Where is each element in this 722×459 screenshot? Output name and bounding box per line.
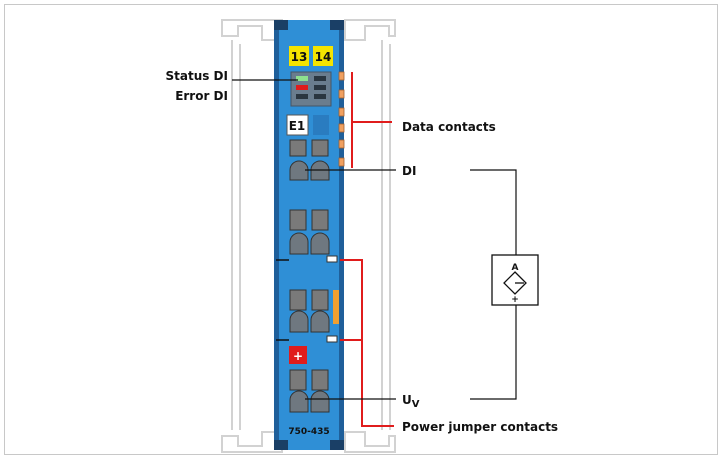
side-contact-orange — [333, 290, 339, 324]
status-led — [296, 76, 308, 81]
uv-label-main: U — [402, 393, 412, 407]
sensor-diamond — [503, 271, 527, 295]
release-button-1b — [311, 139, 329, 157]
wire-entry-4a — [289, 390, 309, 413]
wire-entry-1a — [289, 160, 309, 181]
power-jumper-contact-2 — [326, 335, 338, 343]
wire-entry-2a — [289, 232, 309, 255]
error-di-label: Error DI — [175, 89, 228, 103]
plus-marker-bg — [289, 346, 307, 364]
release-button-2a — [289, 209, 307, 231]
sensor-letter: A — [512, 263, 519, 273]
wire-entry-2b — [310, 232, 330, 255]
release-button-4b — [311, 369, 329, 391]
release-button-3b — [311, 289, 329, 311]
release-button-2b — [311, 209, 329, 231]
callouts — [232, 72, 517, 427]
terminal-label-14: 14 — [315, 50, 332, 64]
release-button-1a — [289, 139, 307, 157]
release-button-3a — [289, 289, 307, 311]
wire-entry-3a — [289, 310, 309, 333]
data-contacts-label: Data contacts — [402, 120, 496, 134]
led-6 — [314, 94, 326, 99]
top-latch-left — [274, 20, 288, 30]
plus-marker: + — [293, 349, 303, 363]
terminal-label-14-bg — [313, 46, 333, 66]
led-3 — [296, 94, 308, 99]
sensor-wire-bottom — [470, 305, 517, 400]
io-module: 13 14 E1 + — [274, 20, 345, 450]
wire-entry-3b — [310, 310, 330, 333]
error-led — [296, 85, 308, 90]
figure-frame — [4, 4, 718, 455]
terminal-label-13-bg — [289, 46, 309, 66]
power-jumper-contact-1 — [326, 255, 338, 263]
module-model: 750-435 — [288, 427, 329, 437]
sensor-box — [491, 254, 539, 306]
channel-marker: E1 — [289, 119, 306, 133]
top-latch-right — [330, 20, 344, 30]
channel-marker-bg — [286, 114, 309, 136]
sensor-plus: + — [511, 295, 519, 305]
power-jumper-bracket — [340, 259, 394, 427]
power-jumper-label: Power jumper contacts — [402, 420, 558, 434]
di-label: DI — [402, 164, 416, 178]
uv-label: UV — [402, 393, 420, 410]
sensor-wire-top — [470, 169, 517, 255]
bottom-latch-left — [274, 440, 288, 450]
led-4 — [314, 76, 326, 81]
sensor-symbol: A + — [491, 254, 539, 306]
uv-label-sub: V — [412, 399, 420, 410]
wire-entry-4b — [310, 390, 330, 413]
release-button-4a — [289, 369, 307, 391]
terminal-label-13: 13 — [291, 50, 308, 64]
data-contact-tabs — [338, 71, 345, 167]
marker-slot — [313, 115, 329, 135]
bottom-latch-right — [330, 440, 344, 450]
led-5 — [314, 85, 326, 90]
status-di-label: Status DI — [165, 69, 228, 83]
